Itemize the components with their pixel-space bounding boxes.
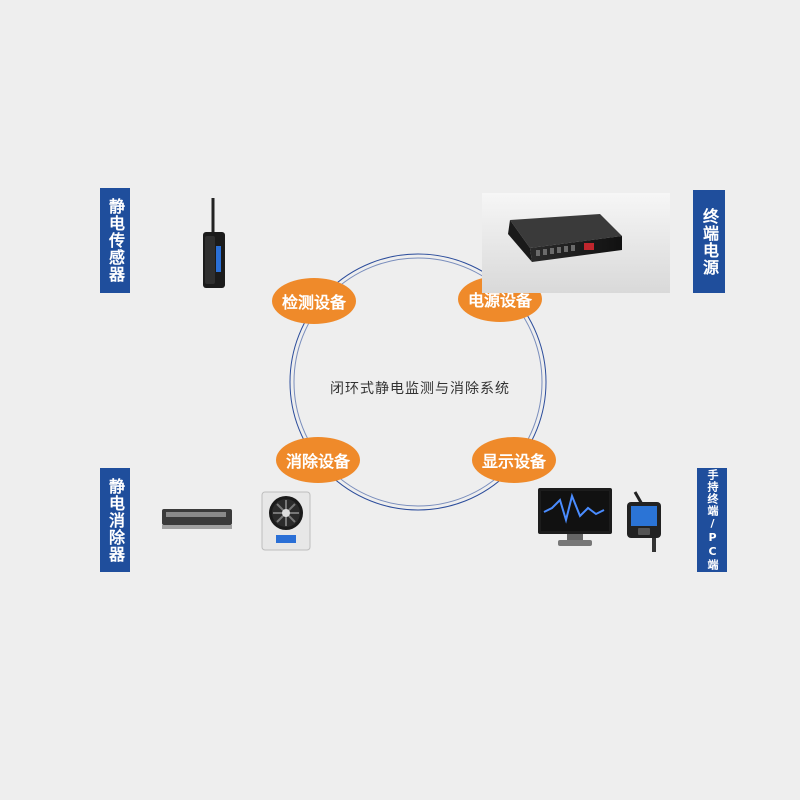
label-bottom-left-text: 静电消除器 [106,477,125,563]
label-top-right-text: 终端电源 [700,207,719,276]
pill-eliminate: 消除设备 [276,437,360,483]
label-bottom-right-text: 手持终端/PC端 [706,469,719,571]
label-top-left-text: 静电传感器 [106,198,125,283]
center-title: 闭环式静电监测与消除系统 [330,381,510,397]
pill-power-label: 电源设备 [467,291,532,310]
pill-detect-label: 检测设备 [281,293,346,312]
pill-display-label: 显示设备 [481,452,546,471]
pill-eliminate-label: 消除设备 [285,452,350,471]
label-bottom-right: 手持终端/PC端 [697,468,727,572]
label-bottom-left: 静电消除器 [100,468,130,572]
label-top-left: 静电传感器 [100,188,130,293]
label-top-right: 终端电源 [693,190,725,293]
pill-detect: 检测设备 [272,278,356,324]
pill-display: 显示设备 [472,437,556,483]
